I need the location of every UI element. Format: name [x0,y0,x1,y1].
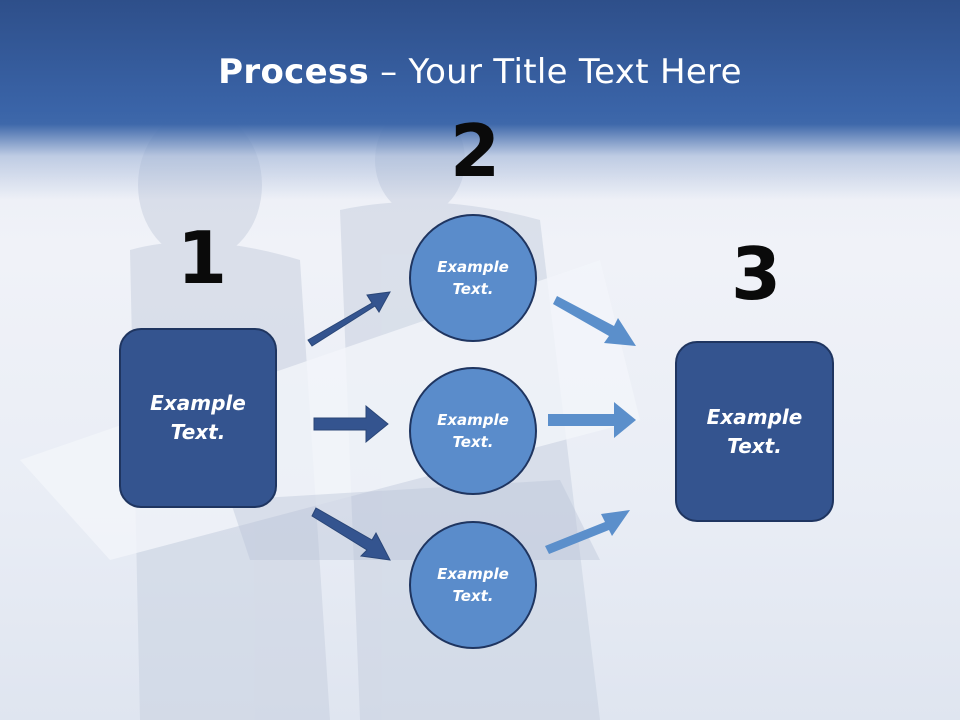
step-2-circle-middle: Example Text. [409,367,537,495]
arrow-middle-to-3 [548,402,636,438]
step-1-box: Example Text. [119,328,277,508]
step-number-1: 1 [177,216,228,300]
title-bold: Process [218,52,370,92]
arrow-1-to-middle [313,404,389,444]
arrow-1-to-bottom [311,507,391,561]
title-rest: – Your Title Text Here [369,52,742,92]
step-3-box: Example Text. [675,341,834,522]
step-2-bottom-text: Example Text. [437,564,509,606]
arrow-1-to-top [307,291,391,347]
step-number-2: 2 [450,109,501,193]
step-2-circle-bottom: Example Text. [409,521,537,649]
title-bar [0,0,960,200]
step-number-3: 3 [731,232,782,316]
slide-title: Process – Your Title Text Here [0,52,960,92]
step-1-text: Example Text. [150,391,246,444]
arrow-bottom-to-3 [545,510,630,554]
step-2-circle-top: Example Text. [409,214,537,342]
arrow-top-to-3 [553,296,636,346]
step-2-top-text: Example Text. [437,257,509,299]
step-2-middle-text: Example Text. [437,410,509,452]
step-3-text: Example Text. [706,404,803,458]
